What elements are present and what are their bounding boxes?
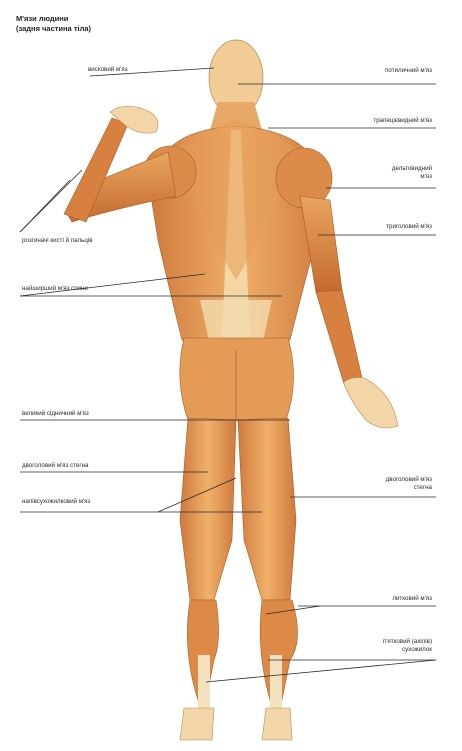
label-forearm-extensors: розгиначі кисті й пальців bbox=[22, 237, 93, 245]
left-achilles bbox=[198, 655, 210, 710]
label-deltoid: дельтовидний м'яз bbox=[392, 165, 432, 181]
right-hand bbox=[344, 378, 398, 429]
label-triceps: триголовий м'яз bbox=[386, 223, 432, 231]
label-achilles-line-2: сухожилок bbox=[383, 646, 432, 654]
label-biceps-femoris-right-line-1: двоголовий м'яз bbox=[386, 476, 432, 484]
right-achilles bbox=[270, 655, 282, 710]
label-occipital-left: висковий м'яз bbox=[88, 66, 128, 74]
label-trapezius: трапецієвидний м'яз bbox=[373, 117, 432, 125]
right-forearm bbox=[316, 290, 362, 384]
label-deltoid-line-2: м'яз bbox=[392, 173, 432, 181]
label-deltoid-line-1: дельтовидний bbox=[392, 165, 432, 173]
right-thigh bbox=[238, 418, 296, 600]
label-biceps-femoris-right-line-2: стегна bbox=[386, 484, 432, 492]
label-occipital-right: потиличний м'яз bbox=[385, 67, 432, 75]
label-achilles-line-1: п'ятковий (ахілів) bbox=[383, 638, 432, 646]
left-thigh bbox=[180, 418, 236, 600]
label-gluteus: великий сідничний м'яз bbox=[22, 410, 89, 418]
gluteus-muscles bbox=[180, 338, 294, 426]
label-biceps-femoris-left: двоголовий м'яз стегна bbox=[22, 462, 89, 470]
label-biceps-femoris-right: двоголовий м'яз стегна bbox=[386, 476, 432, 492]
label-semitendinosus: напівсухожилковий м'яз bbox=[22, 498, 90, 506]
right-foot bbox=[262, 708, 292, 740]
label-achilles: п'ятковий (ахілів) сухожилок bbox=[383, 638, 432, 654]
label-gastrocnemius: литковий м'яз bbox=[392, 595, 432, 603]
left-foot bbox=[180, 708, 214, 740]
label-latissimus: найширший м'яз спини bbox=[22, 285, 88, 293]
